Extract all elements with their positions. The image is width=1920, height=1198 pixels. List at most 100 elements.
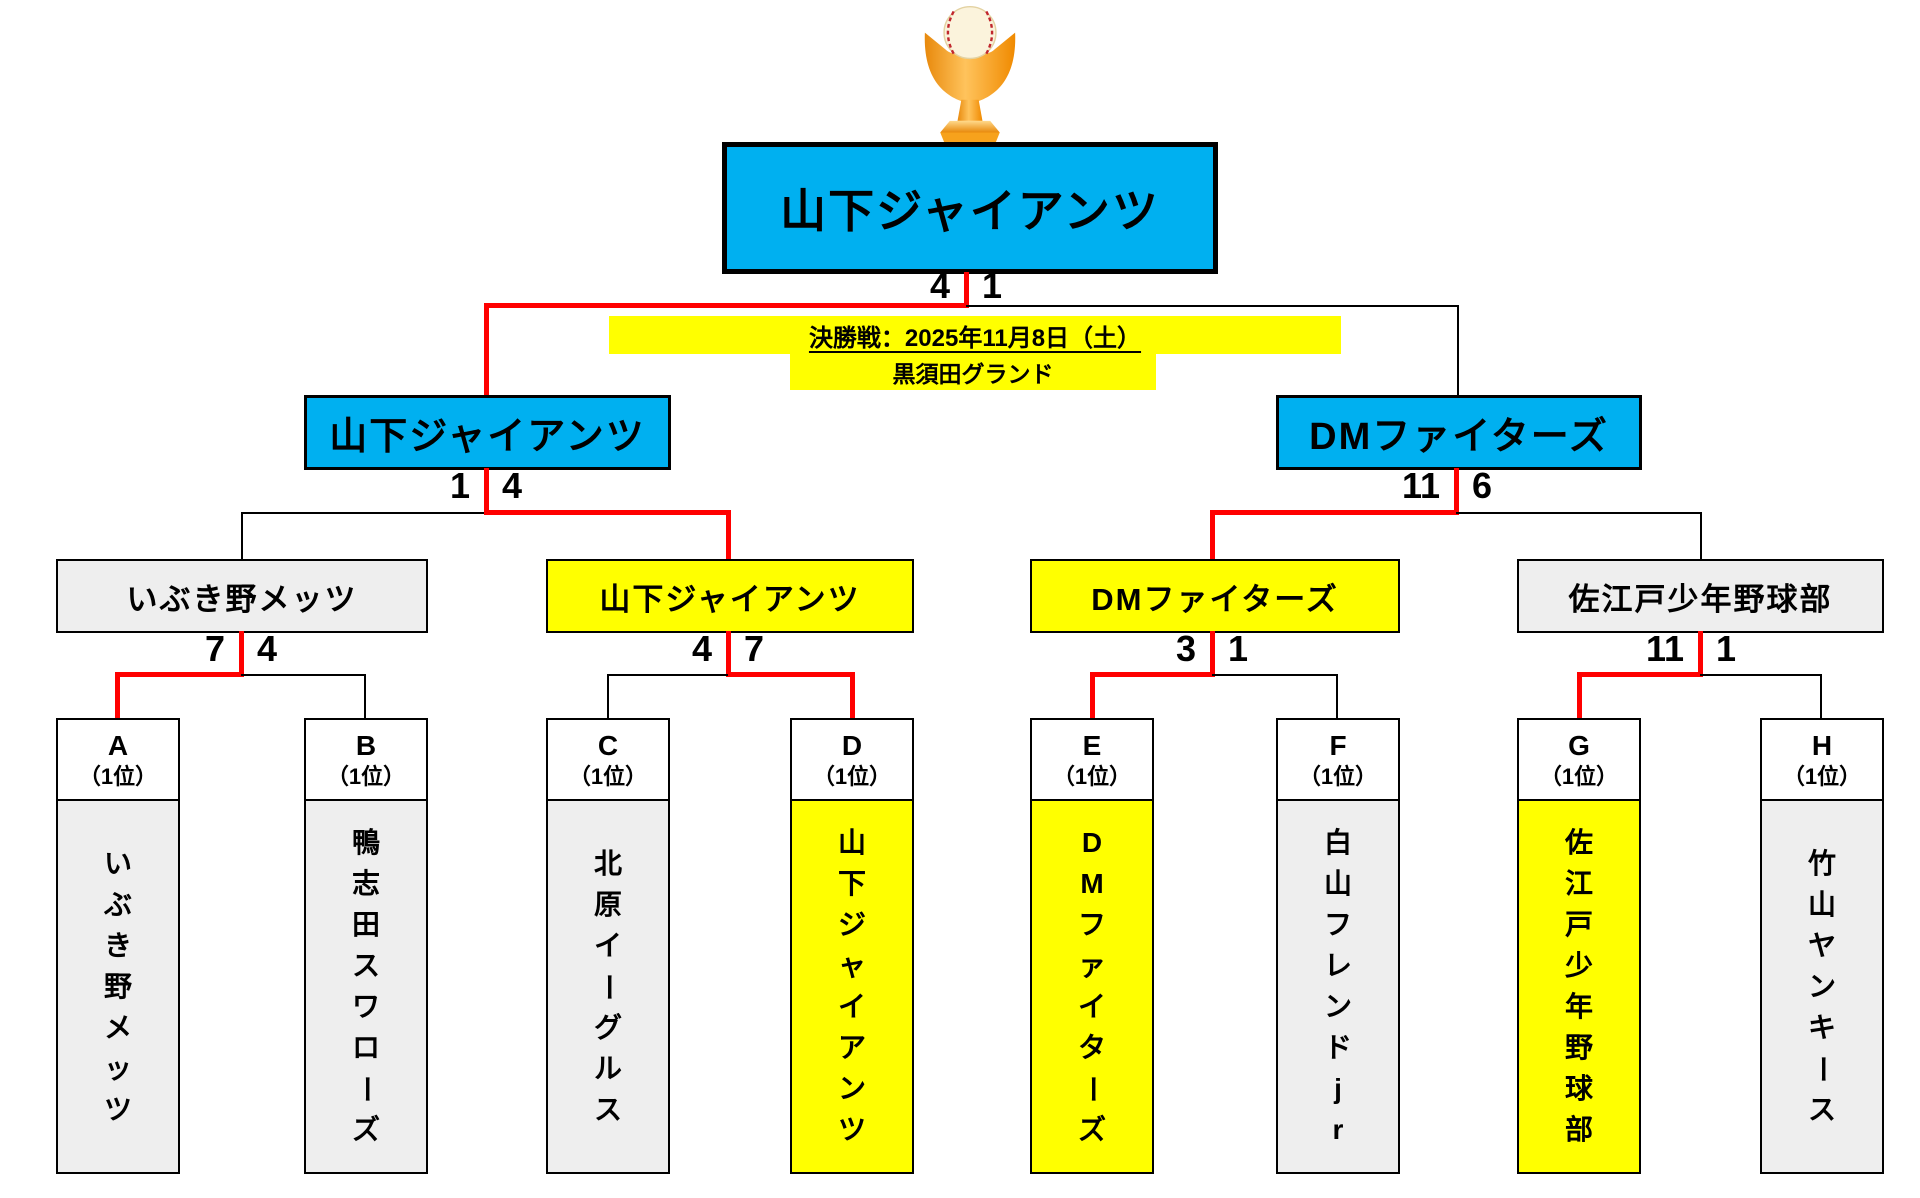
seed-rank-h: （1位） [1782,764,1862,790]
final-venue-banner: 黒須田グランド [790,354,1156,390]
connector-q3-right [1212,674,1338,676]
seed-letter-d: D [841,730,863,762]
team-g: 佐江戸少年野球部 [1517,799,1641,1174]
seed-letter-a: A [107,730,129,762]
connector-q2-divider [726,631,731,677]
team-b: 鴨志田スワローズ [304,799,428,1174]
round2-box-1: いぶき野メッツ [56,559,428,633]
semifinal-right-name: DMファイターズ [1309,416,1609,458]
semifinal-right-score-right: 6 [1472,465,1493,506]
seed-letter-e: E [1082,730,1102,762]
round2-score4-right: 1 [1716,628,1737,669]
seed-header-b: B （1位） [304,718,428,801]
semifinal-left-score-right: 4 [502,465,523,506]
connector-q4-to-h [1820,674,1822,718]
seed-letter-h: H [1811,730,1833,762]
connector-q4-to-g [1577,672,1582,718]
final-score-left: 4 [929,265,950,306]
seed-header-c: C （1位） [546,718,670,801]
round2-score4-left: 11 [1645,628,1684,669]
semifinal-left-box: 山下ジャイアンツ [304,395,671,470]
connector-semiright-to-q3 [1210,510,1215,559]
connector-q3-to-e [1090,672,1095,718]
connector-semiright-left-red [1210,510,1459,515]
round2-score-row-2: 4 7 [618,629,838,669]
connector-q3-divider [1210,631,1215,677]
semifinal-right-score-left: 11 [1401,465,1440,506]
team-a: いぶき野メッツ [56,799,180,1174]
connector-q2-left [607,674,728,676]
connector-q1-divider [239,631,244,677]
round2-name-4: 佐江戸少年野球部 [1568,581,1833,617]
final-date-label: 決勝戦：2025年11月8日（土） [808,324,1142,352]
team-c: 北原イーグルス [546,799,670,1174]
round2-name-2: 山下ジャイアンツ [599,581,861,617]
connector-q1-to-a [115,672,120,718]
connector-semiright-to-q4 [1700,512,1702,559]
seed-letter-c: C [597,730,619,762]
semifinal-left-score-left: 1 [449,465,470,506]
round2-box-3: DMファイターズ [1030,559,1400,633]
round2-score2-right: 7 [744,628,765,669]
connector-q4-left-red [1577,672,1703,677]
round2-name-1: いぶき野メッツ [126,581,358,617]
seed-rank-b: （1位） [326,764,406,790]
seed-header-h: H （1位） [1760,718,1884,801]
connector-final-divider [964,272,969,308]
final-score-row: 4 1 [856,266,1076,306]
connector-semileft-left [241,512,484,514]
seed-rank-g: （1位） [1539,764,1619,790]
seed-letter-b: B [355,730,377,762]
seed-letter-f: F [1329,730,1347,762]
seed-rank-d: （1位） [812,764,892,790]
connector-q3-to-f [1336,674,1338,718]
connector-semileft-to-q2 [726,510,731,559]
connector-q4-divider [1698,631,1703,677]
final-info-banner: 決勝戦：2025年11月8日（土） [609,316,1341,354]
connector-q2-right-red [726,672,855,677]
seed-header-a: A （1位） [56,718,180,801]
seed-header-f: F （1位） [1276,718,1400,801]
round2-box-2: 山下ジャイアンツ [546,559,914,633]
round2-score-row-1: 7 4 [131,629,351,669]
final-score-right: 1 [982,265,1003,306]
connector-final-to-semileft [484,303,489,395]
connector-q1-to-b [364,674,366,718]
semifinal-right-box: DMファイターズ [1276,395,1642,470]
final-venue-label: 黒須田グランド [892,361,1054,387]
round2-score-row-3: 3 1 [1102,629,1322,669]
seed-rank-a: （1位） [78,764,158,790]
champion-name: 山下ジャイアンツ [780,185,1160,237]
connector-q3-left-red [1090,672,1215,677]
connector-final-right [966,305,1459,307]
seed-header-e: E （1位） [1030,718,1154,801]
connector-semileft-to-q1 [241,512,243,559]
seed-header-d: D （1位） [790,718,914,801]
connector-q2-to-c [607,674,609,718]
team-h: 竹山ヤンキース [1760,799,1884,1174]
trophy-icon [924,5,1016,143]
connector-semileft-right-red [484,510,731,515]
round2-box-4: 佐江戸少年野球部 [1517,559,1884,633]
seed-rank-c: （1位） [568,764,648,790]
semifinal-left-name: 山下ジャイアンツ [329,416,646,458]
connector-semiright-divider [1454,468,1459,515]
champion-box: 山下ジャイアンツ [722,142,1218,274]
connector-q1-left-red [115,672,244,677]
seed-rank-e: （1位） [1052,764,1132,790]
team-d: 山下ジャイアンツ [790,799,914,1174]
round2-score-row-4: 11 1 [1590,629,1810,669]
round2-score3-right: 1 [1228,628,1249,669]
semifinal-left-score-row: 1 4 [376,466,596,506]
seed-header-g: G （1位） [1517,718,1641,801]
connector-semileft-divider [484,468,489,515]
connector-final-left-red [486,303,968,308]
connector-semiright-right [1456,512,1702,514]
semifinal-right-score-row: 11 6 [1346,466,1566,506]
round2-score3-left: 3 [1175,628,1196,669]
connector-q4-right [1700,674,1822,676]
seed-letter-g: G [1568,730,1590,762]
seed-rank-f: （1位） [1298,764,1378,790]
